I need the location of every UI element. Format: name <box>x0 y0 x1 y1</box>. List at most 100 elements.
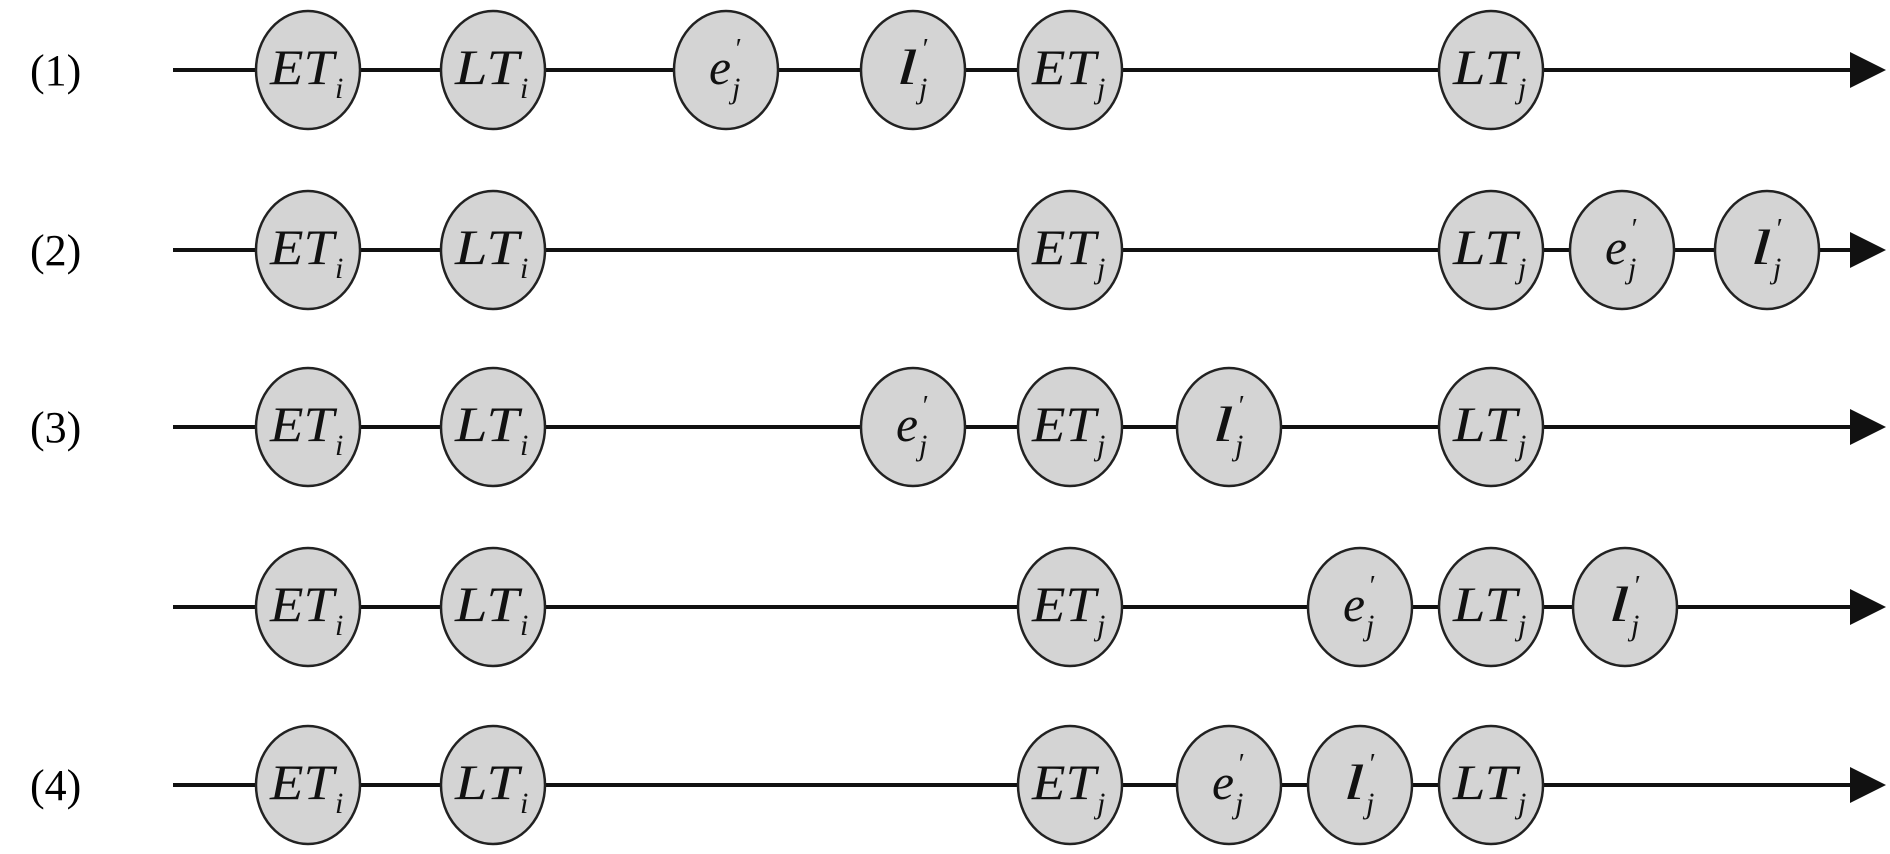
node-base-label: l <box>1608 576 1630 632</box>
node-base-label: LT <box>454 754 523 810</box>
node-subscript: i <box>335 72 343 105</box>
node-circle <box>1713 189 1821 311</box>
node-circle <box>672 9 780 131</box>
event-node: LTj <box>1437 724 1545 846</box>
node-circle <box>254 546 362 668</box>
node-circle <box>439 366 547 488</box>
node-circle <box>439 546 547 668</box>
node-base-label: ET <box>269 754 338 810</box>
node-base-label: LT <box>1452 39 1521 95</box>
node-subscript: j <box>1093 72 1105 105</box>
node-prime: ′ <box>1237 749 1244 780</box>
node-base-label: l <box>1750 219 1772 275</box>
node-base-label: e <box>1605 219 1627 275</box>
node-circle <box>1016 366 1124 488</box>
node-circle <box>1175 724 1283 846</box>
node-subscript: j <box>1093 252 1105 285</box>
event-node: ETj <box>1016 366 1124 488</box>
event-node: LTj <box>1437 546 1545 668</box>
node-circle <box>254 189 362 311</box>
node-base-label: e <box>896 396 918 452</box>
node-base-label: LT <box>454 396 523 452</box>
event-node: LTj <box>1437 366 1545 488</box>
event-node: ETj <box>1016 546 1124 668</box>
node-base-label: ET <box>269 39 338 95</box>
node-base-label: LT <box>1452 754 1521 810</box>
node-subscript: j <box>1231 429 1243 462</box>
node-base-label: ET <box>269 576 338 632</box>
event-node: LTj <box>1437 9 1545 131</box>
node-base-label: LT <box>454 219 523 275</box>
node-circle <box>1437 366 1545 488</box>
node-subscript: i <box>520 252 528 285</box>
node-prime: ′ <box>1368 749 1375 780</box>
arrow-head-icon <box>1850 767 1886 803</box>
node-subscript: j <box>1093 429 1105 462</box>
node-prime: ′ <box>734 34 741 65</box>
node-subscript: i <box>520 429 528 462</box>
node-circle <box>1016 546 1124 668</box>
event-node: LTi <box>439 546 547 668</box>
node-base-label: LT <box>454 39 523 95</box>
node-circle <box>1437 9 1545 131</box>
node-circle <box>1016 724 1124 846</box>
row-label: (4) <box>30 761 81 810</box>
event-node: LTj <box>1437 189 1545 311</box>
node-circle <box>439 189 547 311</box>
node-subscript: i <box>520 787 528 820</box>
node-base-label: l <box>1212 396 1234 452</box>
node-circle <box>254 9 362 131</box>
event-node: LTi <box>439 366 547 488</box>
node-base-label: LT <box>1452 576 1521 632</box>
node-base-label: e <box>709 39 731 95</box>
node-base-label: ET <box>1031 39 1100 95</box>
node-circle <box>1306 724 1414 846</box>
node-subscript: j <box>1514 787 1526 820</box>
node-subscript: j <box>1514 429 1526 462</box>
node-circle <box>1016 9 1124 131</box>
arrow-head-icon <box>1850 409 1886 445</box>
event-node: ETj <box>1016 724 1124 846</box>
node-circle <box>439 724 547 846</box>
event-node: ETj <box>1016 9 1124 131</box>
node-prime: ′ <box>921 391 928 422</box>
node-base-label: ET <box>1031 576 1100 632</box>
node-base-label: e <box>1212 754 1234 810</box>
node-subscript: j <box>915 72 927 105</box>
event-node: ETi <box>254 9 362 131</box>
node-circle <box>859 366 967 488</box>
node-subscript: j <box>1093 609 1105 642</box>
node-subscript: i <box>520 72 528 105</box>
node-base-label: ET <box>269 219 338 275</box>
node-base-label: ET <box>1031 754 1100 810</box>
node-prime: ′ <box>1368 571 1375 602</box>
node-subscript: j <box>1514 609 1526 642</box>
row-label: (3) <box>30 403 81 452</box>
arrow-head-icon <box>1850 52 1886 88</box>
row-label: (2) <box>30 226 81 275</box>
node-base-label: e <box>1343 576 1365 632</box>
node-subscript: i <box>335 787 343 820</box>
node-circle <box>1016 189 1124 311</box>
event-node: ETj <box>1016 189 1124 311</box>
node-base-label: ET <box>1031 396 1100 452</box>
node-subscript: j <box>915 429 927 462</box>
node-circle <box>1571 546 1679 668</box>
node-circle <box>254 366 362 488</box>
node-prime: ′ <box>1775 214 1782 245</box>
node-subscript: i <box>335 609 343 642</box>
node-prime: ′ <box>921 34 928 65</box>
node-subscript: i <box>335 429 343 462</box>
